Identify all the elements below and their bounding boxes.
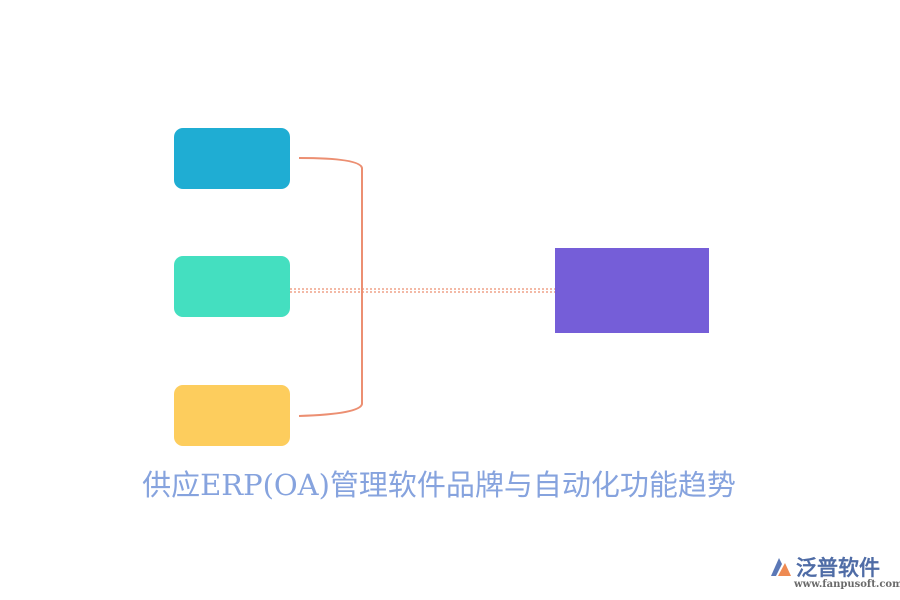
logo-name: 泛普软件 [796,556,880,580]
bracket-connector [298,157,363,417]
diagram-caption: 供应ERP(OA)管理软件品牌与自动化功能趋势 [142,468,736,502]
target-box [555,248,709,333]
node-box-3 [174,385,290,446]
fanpu-logo-icon [771,558,791,576]
brand-logo: 泛普软件 www.fanpusoft.com [768,552,900,592]
node-box-2 [174,256,290,317]
node-box-1 [174,128,290,189]
logo-url: www.fanpusoft.com [794,579,900,590]
